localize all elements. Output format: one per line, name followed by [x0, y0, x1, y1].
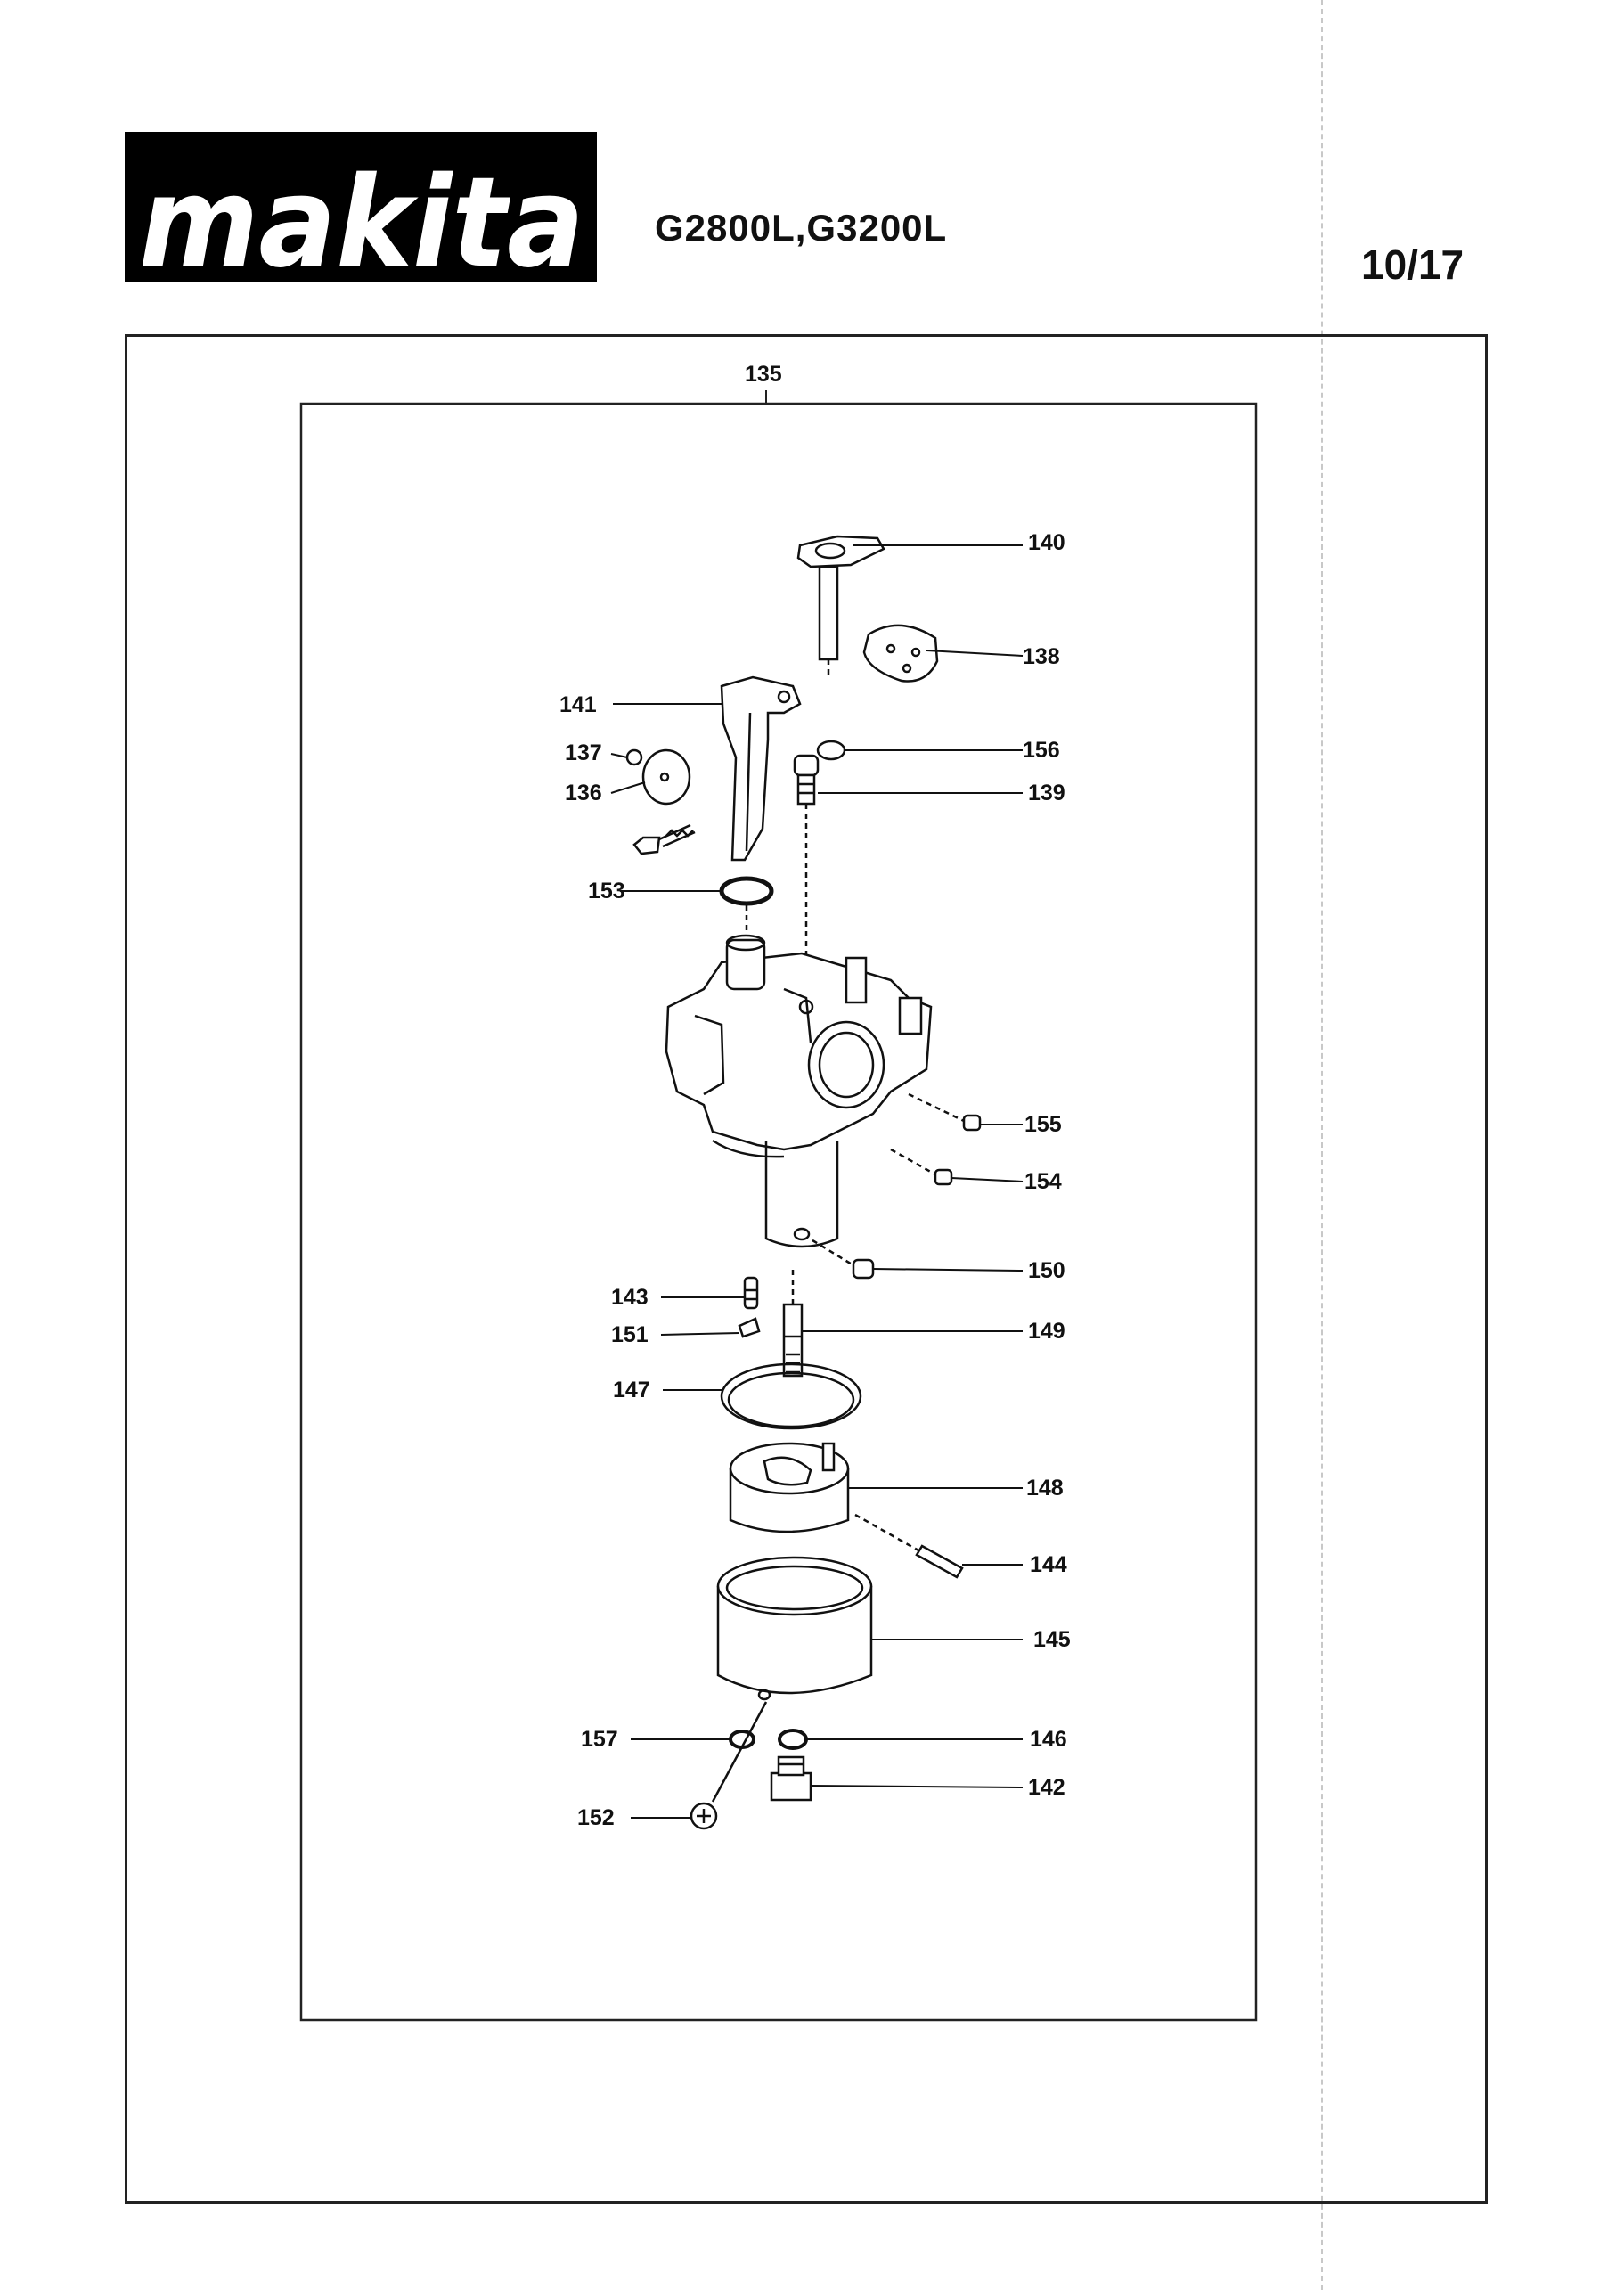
label-156: 156	[1023, 738, 1060, 763]
model-title: G2800L,G3200L	[655, 207, 948, 249]
part-143-needle	[743, 1276, 759, 1310]
outer-frame	[125, 334, 1488, 2204]
label-145: 145	[1033, 1627, 1071, 1652]
part-140-choke-shaft	[796, 535, 885, 677]
part-142-drain-bolt	[770, 1755, 812, 1802]
label-152: 152	[577, 1805, 615, 1830]
label-135: 135	[745, 362, 782, 387]
makita-logo-text: makita	[139, 151, 584, 282]
label-155: 155	[1024, 1112, 1062, 1137]
label-140: 140	[1028, 530, 1065, 555]
part-141-throttle-lever	[720, 675, 802, 862]
inner-frame	[299, 402, 1258, 2022]
label-141: 141	[559, 692, 597, 717]
label-136: 136	[565, 781, 602, 806]
part-145-float-bowl	[716, 1556, 873, 1701]
label-147: 147	[613, 1378, 650, 1403]
part-146-washer	[778, 1729, 808, 1750]
label-150: 150	[1028, 1258, 1065, 1283]
label-143: 143	[611, 1285, 649, 1310]
part-152-screw	[690, 1701, 768, 1830]
part-139-idle-screw	[793, 754, 820, 962]
label-142: 142	[1028, 1775, 1065, 1800]
part-150-jet	[812, 1239, 875, 1280]
label-138: 138	[1023, 644, 1060, 669]
part-148-float	[729, 1442, 927, 1557]
label-154: 154	[1024, 1169, 1062, 1194]
page-number: 10/17	[1361, 241, 1465, 288]
label-148: 148	[1026, 1476, 1064, 1501]
label-149: 149	[1028, 1319, 1065, 1344]
carburetor-body	[665, 934, 933, 1248]
makita-logo: makita	[125, 132, 597, 282]
label-153: 153	[588, 879, 625, 904]
part-137-screw	[625, 748, 643, 766]
part-153-gasket	[719, 876, 774, 906]
part-151-clip	[738, 1317, 761, 1338]
label-144: 144	[1030, 1552, 1067, 1577]
fold-guide-line	[1321, 0, 1323, 2290]
part-155-screw	[908, 1092, 982, 1132]
label-137: 137	[565, 740, 602, 765]
label-146: 146	[1030, 1727, 1067, 1752]
label-139: 139	[1028, 781, 1065, 806]
part-149-nozzle	[782, 1270, 804, 1378]
part-144-float-pin	[915, 1544, 964, 1579]
part-147-float-bowl-gasket	[720, 1362, 862, 1430]
label-157: 157	[581, 1727, 618, 1752]
part-136-throttle-plate	[632, 748, 696, 855]
part-154-screw	[890, 1148, 953, 1186]
part-156-o-ring	[816, 740, 846, 761]
label-151: 151	[611, 1322, 649, 1347]
part-138-choke-plate	[862, 624, 939, 683]
